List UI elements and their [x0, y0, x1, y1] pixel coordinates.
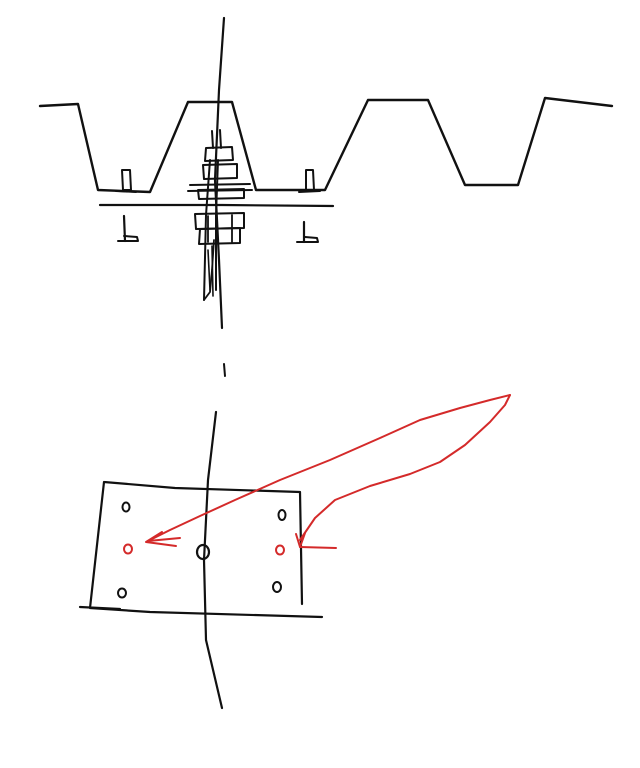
mounting-plate-line: [98, 203, 335, 208]
mounting-plate-outline: [78, 480, 324, 619]
right-bolt-upper: [298, 169, 321, 193]
center-bolt-assembly: [187, 129, 253, 301]
right-bolt-lower: [296, 220, 319, 244]
hole-bottom-left: [117, 587, 127, 599]
highlighted-hole-left: [123, 543, 133, 555]
red-arrow-left-tail: [147, 537, 181, 542]
axis-tick-mark: [223, 363, 226, 377]
red-arrow-right: [299, 394, 511, 541]
section-view: [38, 16, 614, 377]
hole-top-left: [121, 501, 131, 513]
left-bolt-upper: [115, 169, 137, 193]
red-arrow-left: [147, 394, 511, 542]
hole-top-right: [277, 509, 287, 521]
red-arrow-left-head: [145, 531, 177, 547]
annotations: [145, 394, 511, 549]
plan-view: [78, 410, 324, 710]
hole-center: [195, 543, 211, 561]
plan-center-axis-line: [202, 410, 224, 710]
hole-bottom-right: [272, 581, 282, 593]
corrugated-deck-profile: [38, 96, 614, 194]
left-bolt-lower: [117, 214, 139, 243]
center-axis-line: [213, 16, 226, 330]
red-arrow-right-horizontal: [299, 546, 337, 549]
highlighted-hole-right: [275, 544, 285, 556]
